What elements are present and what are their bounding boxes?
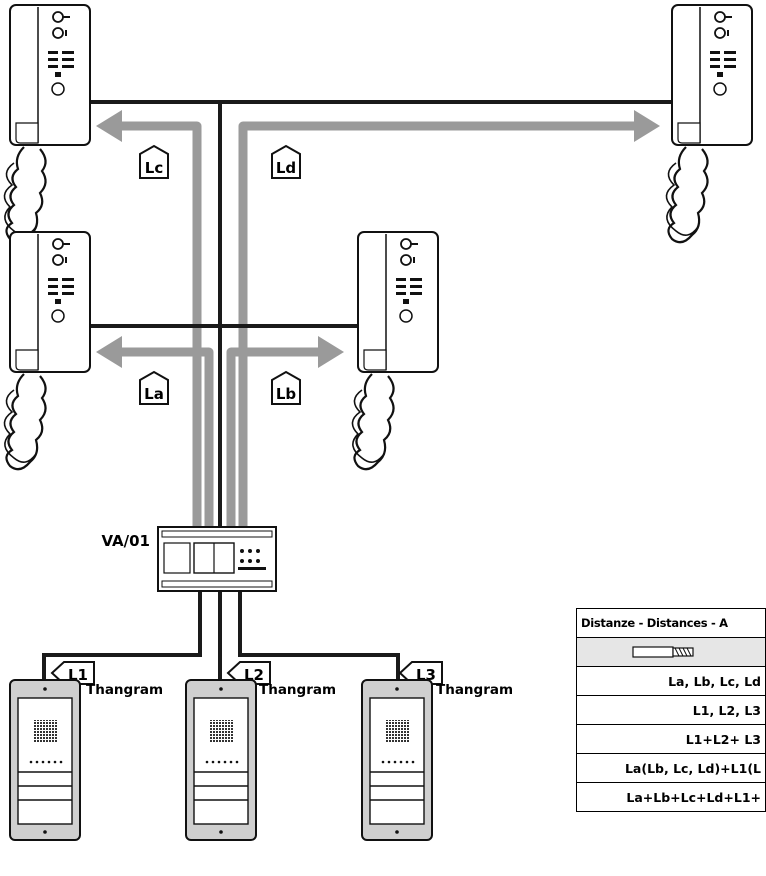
arrow-head-ld <box>634 110 660 142</box>
central-unit-label: VA/01 <box>101 532 150 550</box>
arrow-ld-path <box>238 121 638 530</box>
tag-lc: Lc <box>139 144 169 179</box>
wiring-diagram: Lc Ld La Lb VA/01 L1 L2 L3 <box>3 4 753 841</box>
panel-2-name: Thangram <box>259 682 336 698</box>
wire-l1 <box>42 590 202 680</box>
central-unit <box>157 526 277 592</box>
tag-lb: Lb <box>271 370 301 405</box>
door-panel-2 <box>185 679 257 841</box>
svg-text:La: La <box>144 385 164 403</box>
arrow-la-path <box>118 347 214 530</box>
panel-3-name: Thangram <box>436 682 513 698</box>
interphone-mid-left <box>3 231 91 471</box>
interphone-mid-right <box>351 231 439 471</box>
signal-arrows <box>118 121 638 530</box>
interphone-top-left <box>3 4 91 244</box>
door-panel-1 <box>9 679 81 841</box>
arrow-heads <box>96 110 660 368</box>
panel-1-name: Thangram <box>86 682 163 698</box>
arrow-head-la <box>96 336 122 368</box>
wires <box>42 100 672 680</box>
arrow-head-lb <box>318 336 344 368</box>
svg-text:Lc: Lc <box>145 159 163 177</box>
door-panel-3 <box>361 679 433 841</box>
arrow-lb-path <box>226 347 322 530</box>
arrow-lc-path <box>118 121 202 530</box>
tag-ld: Ld <box>271 144 301 179</box>
interphone-top-right <box>665 4 753 244</box>
arrow-head-lc <box>96 110 122 142</box>
svg-text:Ld: Ld <box>276 159 296 177</box>
tag-la: La <box>139 370 169 405</box>
wire-l3 <box>238 590 400 680</box>
svg-text:Lb: Lb <box>276 385 297 403</box>
